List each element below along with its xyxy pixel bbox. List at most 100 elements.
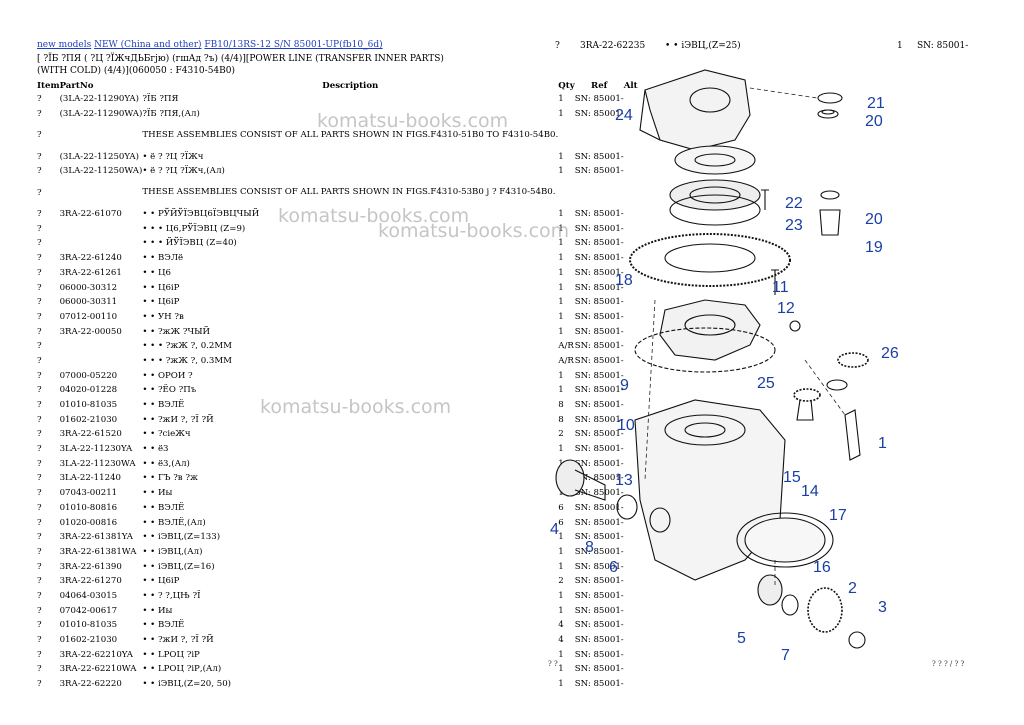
row-description: • • Ц6іР [142,576,180,587]
row-alt [624,677,638,692]
row-qty: A/R [558,341,574,352]
row-partno: 01602-21030 [59,635,118,646]
parts-table: Item PartNo Description Qty Ref Alt ?(3L… [37,79,638,691]
row-ref: SN: 85001- [574,664,624,675]
row-item: ? [37,517,42,528]
row-item: ? [37,444,42,455]
row-qty: 1 [558,664,564,675]
callout-number: 15 [783,469,801,486]
breadcrumb-link-model[interactable]: FB10/13RS-12 S/N 85001-UP(fb10_6d) [204,40,383,50]
row-qty: 8 [558,400,564,411]
col-alt: Alt [623,80,638,91]
row-partno: 01602-21030 [59,414,118,425]
row-qty: 1 [558,151,564,162]
row-partno: (3LA-22-11250YA) [59,151,139,162]
callout-number: 17 [829,507,847,524]
row-partno: 3LA-22-11230WA [59,458,136,469]
row-alt [624,662,638,677]
row-qty: 1 [558,561,564,572]
row-description: • • • Ц6,РЎЇЭВЦ (Z=9) [142,223,246,234]
row-partno [60,121,143,149]
row-partno [60,236,143,251]
row-ref: SN: 85001- [574,282,624,293]
row-item: ? [37,109,42,120]
row-partno: (3LA-22-11290YA) [59,94,139,105]
row-partno: 3LA-22-11230YA [59,444,133,455]
row-ref: SN: 85001- [574,590,624,601]
row-qty: 6 [558,517,564,528]
row-item: ? [37,561,42,572]
row-qty: 4 [558,620,564,631]
row-qty: 1 [558,488,564,499]
row-item: ? [37,355,42,366]
row-partno: 3LA-22-11240 [59,473,122,484]
row-partno: 06000-30312 [59,282,118,293]
row-partno: 3RA-22-61381YA [59,532,133,543]
row-description: • • РЎЙЎЇЭВЦ6ЇЭВЦЧЫЙ [142,209,260,220]
row-qty: 1 [558,94,564,105]
row-qty: 1 [558,590,564,601]
callout-number: 24 [615,107,633,124]
row-ref: SN: 85001- [574,576,624,587]
row-item: ? [37,297,42,308]
row-description: • • • ЙЎЇЭВЦ (Z=40) [142,238,237,249]
row-description: • • ВЭЛЁ [142,502,185,513]
row-ref: SN: 85001- [574,429,624,440]
row-ref: SN: 85001- [574,400,624,411]
row-partno: 04064-03015 [59,590,118,601]
callout-number: 1 [878,435,887,452]
callout-number: 16 [813,559,831,576]
callout-number: 19 [865,239,883,256]
row-partno: 07000-05220 [59,370,118,381]
row-ref: SN: 85001- [574,94,624,105]
footer-left-mark: ? ? [548,660,558,668]
row-item: ? [37,532,42,543]
row-ref: SN: 85001- [574,267,624,278]
row-qty: 1 [558,267,564,278]
row-item: ? [37,473,42,484]
row-item: ? [37,223,42,234]
row-item: ? [37,130,42,141]
row-qty: 1 [558,370,564,381]
row-description: • • Иы [142,605,173,616]
callout-number: 4 [550,521,559,538]
row-item: ? [37,620,42,631]
callout-number: 23 [785,217,803,234]
row-qty: 1 [558,385,564,396]
row-item: ? [37,282,42,293]
row-description: • • ?жИ ?, ?Ї ?Й [142,635,214,646]
row-qty: 1 [558,311,564,322]
row-description: • • LРОЦ ?іР,(Ал) [142,664,222,675]
breadcrumb-link-new-models[interactable]: new models [37,40,92,50]
breadcrumb: new models NEW (China and other) FB10/13… [37,40,383,50]
row-ref: SN: 85001- [574,151,624,162]
callout-number: 20 [865,113,883,130]
callout-number: 21 [867,95,885,112]
row-partno: 01020-00816 [59,517,118,528]
row-ref: SN: 85001- [574,649,624,660]
callout-number: 13 [615,472,633,489]
row-partno: 3RA-22-61261 [59,267,122,278]
exploded-parts-diagram: 1234567891011121314151617181920202122232… [550,69,899,660]
row-qty: 1 [558,238,564,249]
row-description: • • ВЭЛЁ [142,400,185,411]
row-description: • • іЭВЦ,(Z=133) [142,532,221,543]
breadcrumb-link-region[interactable]: NEW (China and other) [94,40,202,50]
callout-number: 11 [772,279,789,296]
row-partno: 3RA-22-61070 [59,209,122,220]
row-item: ? [37,502,42,513]
row-qty: 1 [558,109,564,120]
row-partno: 3RA-22-61520 [59,429,122,440]
row-ref: SN: 85001- [574,502,624,513]
col-ref: Ref [591,80,608,91]
